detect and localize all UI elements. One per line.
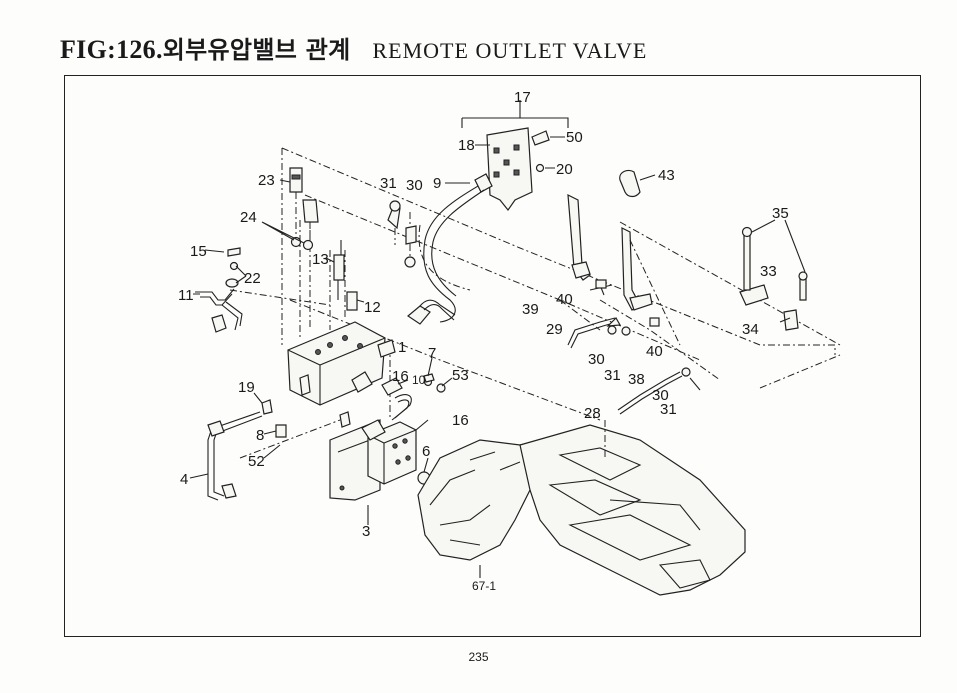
mounting-bracket-18 — [486, 127, 550, 212]
callout-13: 13 — [312, 251, 329, 268]
callout-30: 30 — [406, 177, 423, 194]
korean-title: 외부유압밸브 관계 — [162, 36, 351, 64]
callout-19: 19 — [238, 379, 255, 396]
fitting-9 — [423, 173, 493, 323]
callout-33: 33 — [760, 263, 777, 280]
leaders-18-50-20 — [475, 136, 565, 169]
leaders-13-12 — [325, 257, 365, 303]
link-rod-28 — [617, 367, 701, 415]
lever-knob-43 — [619, 169, 656, 198]
callout-6: 6 — [422, 443, 430, 460]
link-rod-29 — [567, 317, 631, 349]
leaders-left — [193, 179, 305, 295]
leaders-16-7-53 — [397, 357, 453, 387]
callout-3: 3 — [362, 523, 370, 540]
callout-17: 17 — [514, 89, 531, 106]
leader-35 — [751, 219, 806, 273]
callout-52: 52 — [248, 453, 265, 470]
figure-number: FIG:126. — [60, 35, 163, 64]
callout-53: 53 — [452, 367, 469, 384]
page-number: 235 — [468, 650, 489, 664]
english-title: REMOTE OUTLET VALVE — [372, 38, 648, 63]
callout-50: 50 — [566, 129, 583, 146]
valve-tube-13 — [333, 240, 456, 325]
callout-28: 28 — [584, 405, 601, 422]
callout-39: 39 — [522, 301, 539, 318]
callout-40: 40 — [646, 343, 663, 360]
callout-30: 30 — [588, 351, 605, 368]
callout-16: 16 — [452, 412, 469, 429]
callout-43: 43 — [658, 167, 675, 184]
callout-9: 9 — [433, 175, 441, 192]
callout-29: 29 — [546, 321, 563, 338]
leaders-19-8-52-4 — [189, 392, 281, 479]
callout-34: 34 — [742, 321, 759, 338]
small-fittings-16-10-7-53 — [381, 373, 446, 421]
callout-31: 31 — [604, 367, 621, 384]
callout-30: 30 — [652, 387, 669, 404]
callout-18: 18 — [458, 137, 475, 154]
leader-17 — [461, 100, 569, 128]
leaders-16-6-3 — [367, 419, 429, 525]
callout-23: 23 — [258, 172, 275, 189]
control-valve-block-1 — [287, 321, 396, 406]
callout-38: 38 — [628, 371, 645, 388]
callout-8: 8 — [256, 427, 264, 444]
tube-4 — [207, 399, 341, 501]
shift-lever-assembly — [567, 193, 721, 381]
callout-labels: 17 18 50 20 9 43 23 31 30 24 15 22 13 11… — [178, 89, 789, 593]
figure-title: FIG:126.외부유압밸브 관계 REMOTE OUTLET VALVE — [60, 30, 647, 65]
left-fittings — [195, 167, 319, 333]
callout-12: 12 — [364, 299, 381, 316]
diagram-frame — [64, 75, 921, 637]
callout-24: 24 — [240, 209, 257, 226]
callout-31: 31 — [660, 401, 677, 418]
callout-20: 20 — [556, 161, 573, 178]
valve-body-3 — [329, 411, 431, 501]
callout-10: 10 — [412, 373, 426, 387]
callout-16: 16 — [392, 368, 409, 385]
transmission-housing-67-1 — [417, 439, 546, 561]
callout-4: 4 — [180, 471, 188, 488]
callout-11: 11 — [178, 287, 194, 304]
callout-40: 40 — [556, 291, 573, 308]
callout-7: 7 — [428, 345, 436, 362]
callout-31: 31 — [380, 175, 397, 192]
bracket-33 — [739, 226, 808, 331]
callout-1: 1 — [398, 339, 406, 356]
floor-plate — [519, 424, 746, 596]
callout-15: 15 — [190, 243, 207, 260]
clip-31-washer-30 — [387, 200, 417, 268]
callout-67-1: 67-1 — [472, 579, 496, 593]
callout-22: 22 — [244, 270, 261, 287]
callout-35: 35 — [772, 205, 789, 222]
